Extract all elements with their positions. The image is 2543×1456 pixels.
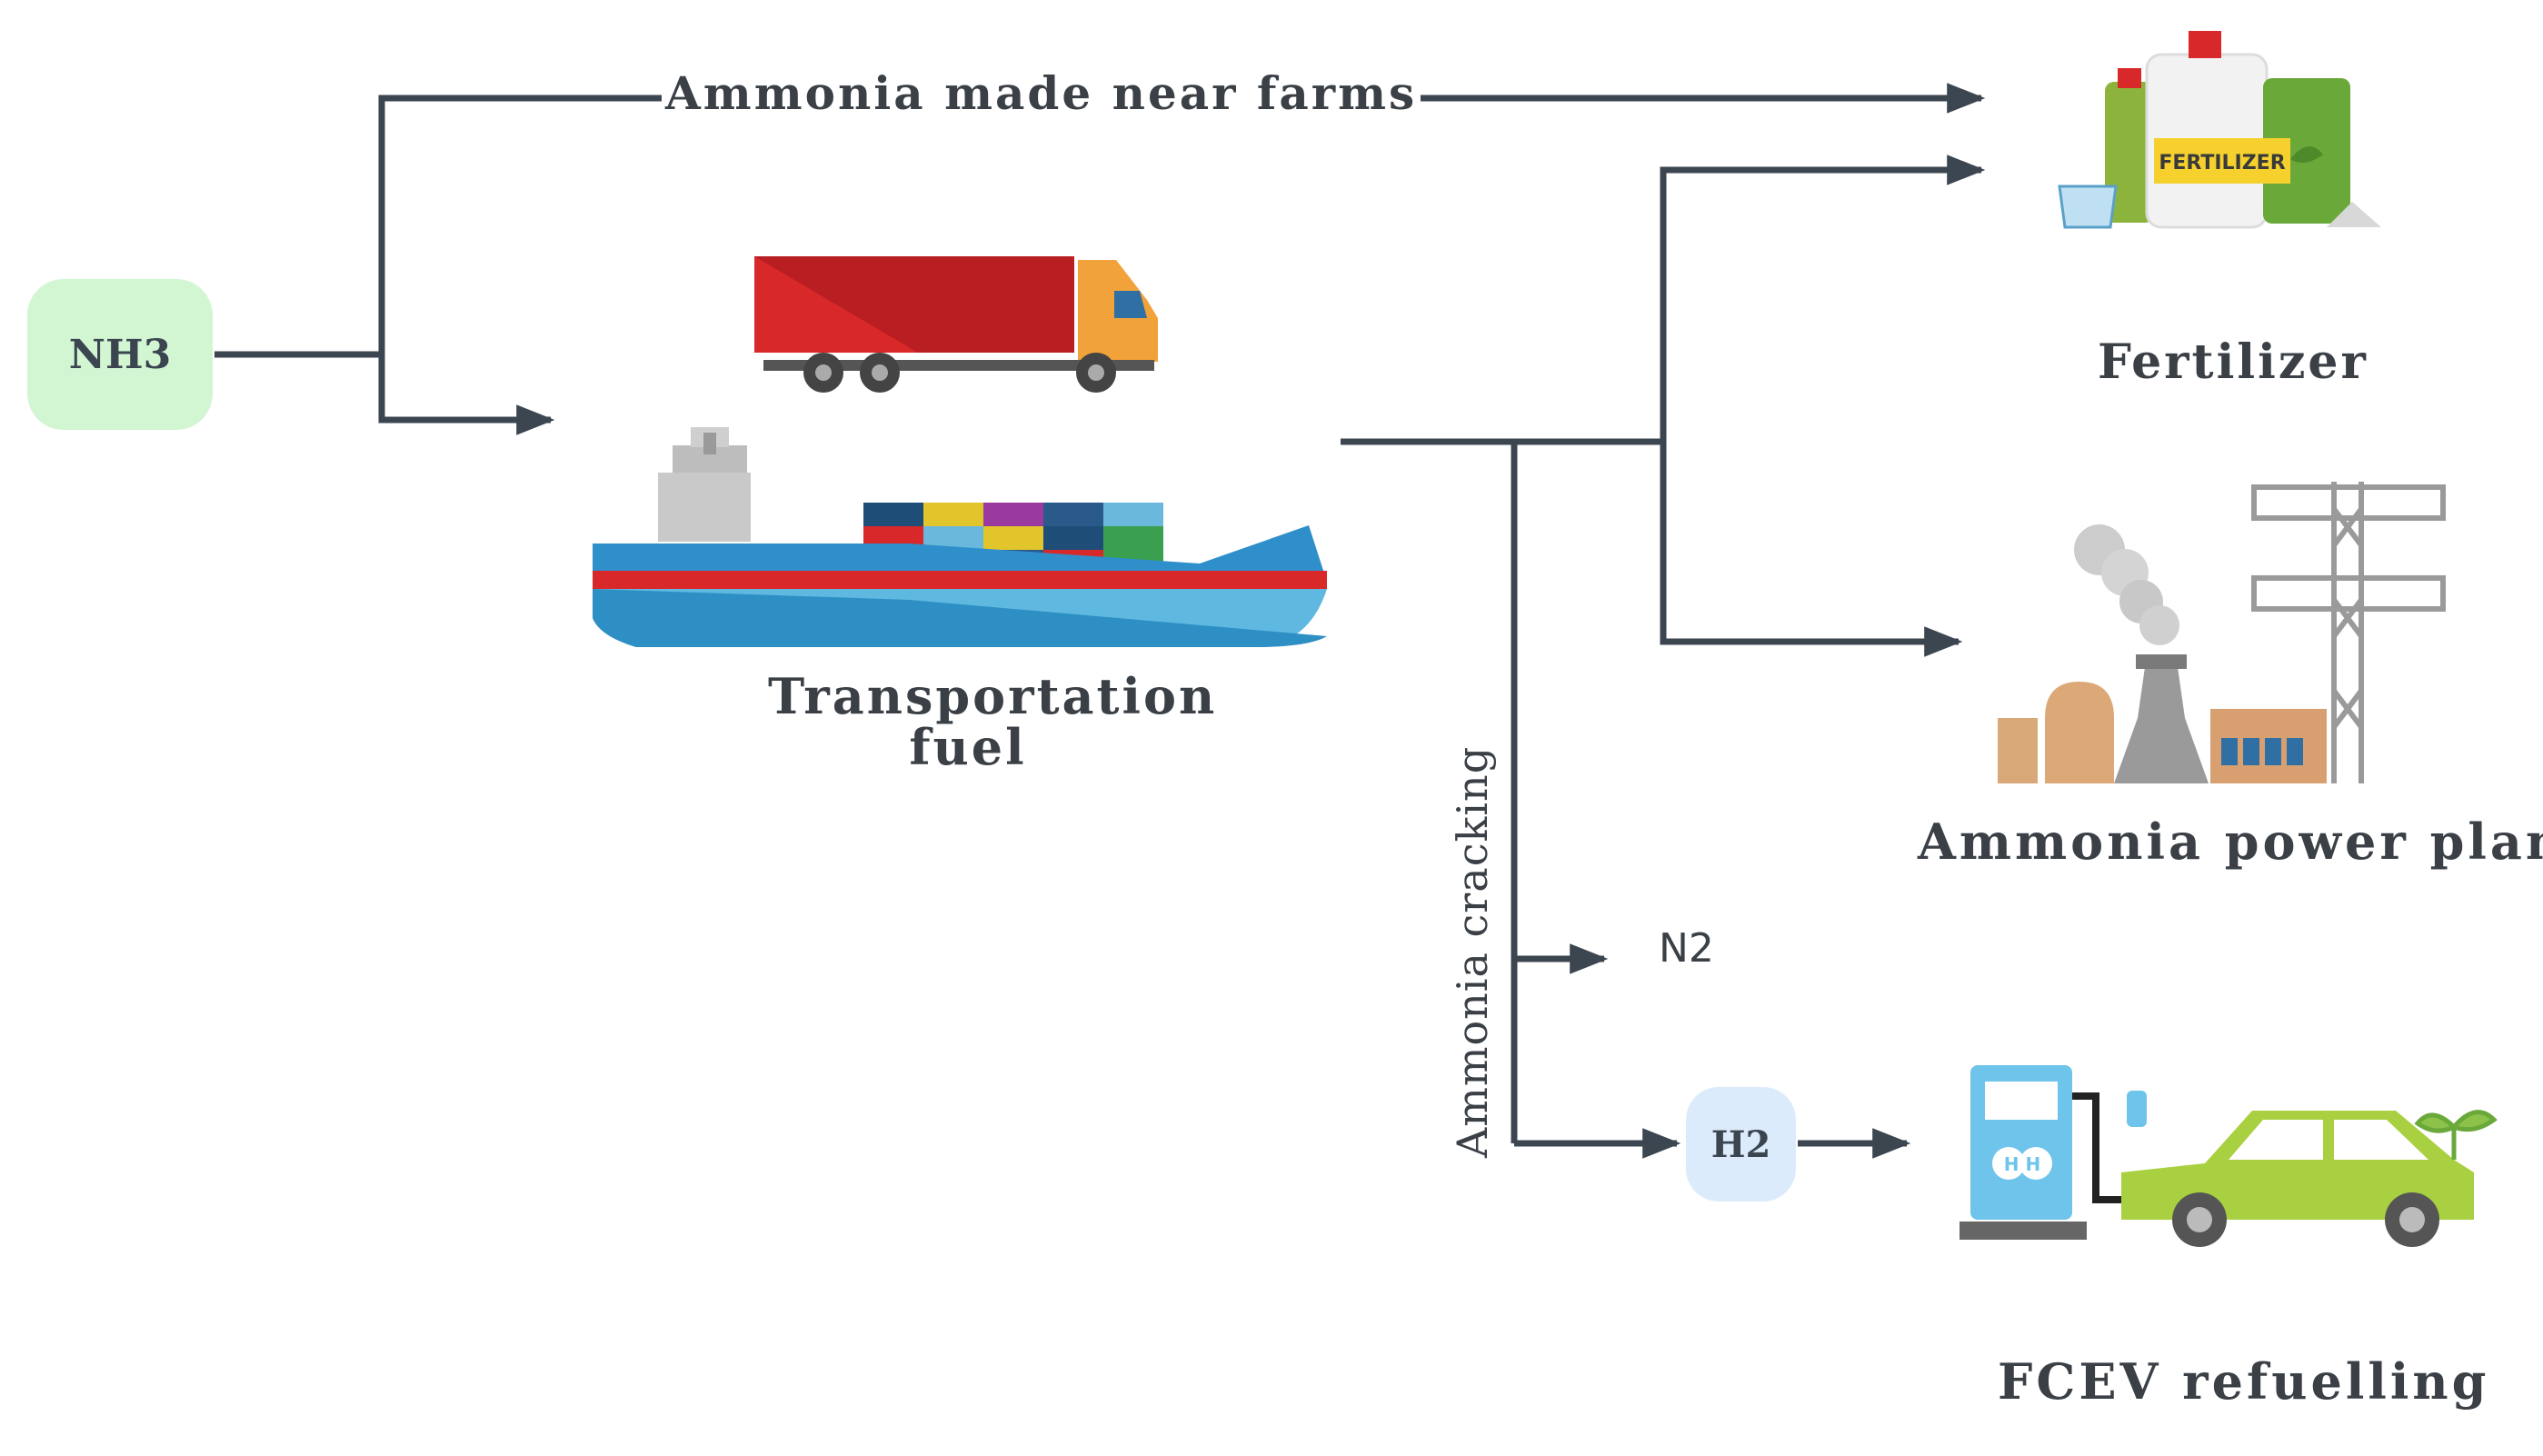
arrow-to-transport xyxy=(378,354,555,435)
container-ship-icon xyxy=(593,427,1327,647)
fertilizer-tag: FERTILIZER xyxy=(2159,152,2285,175)
green-car-icon xyxy=(2121,1110,2498,1247)
hydrogen-fuel-station-icon: H H xyxy=(1960,1065,2147,1240)
ammonia-cracking-label: Ammonia cracking xyxy=(1448,745,1497,1158)
n2-label: N2 xyxy=(1659,925,1714,972)
ammonia-near-farms-label: Ammonia made near farms xyxy=(662,66,1421,120)
station-h-tag: H H xyxy=(2004,1153,2040,1175)
fertilizer-bottles-icon: FERTILIZER xyxy=(2058,31,2381,229)
h2-node: H2 xyxy=(1686,1087,1796,1202)
nh3-node: NH3 xyxy=(27,279,213,430)
fcev-refuelling-label: FCEV refuelling xyxy=(1998,1352,2490,1411)
connectors xyxy=(214,83,1986,1159)
arrow-to-fertilizer-second xyxy=(1660,155,1986,442)
fertilizer-label: Fertilizer xyxy=(2098,334,2368,390)
power-plant-icon xyxy=(1998,482,2446,783)
ammonia-power-plant-label: Ammonia power plant xyxy=(1918,813,2543,871)
container-truck-icon xyxy=(754,256,1158,393)
arrow-to-power-plant xyxy=(1660,442,1963,657)
transportation-fuel-label: Transportation fuel xyxy=(768,667,1218,776)
arrow-to-fertilizer-top xyxy=(378,83,1986,354)
